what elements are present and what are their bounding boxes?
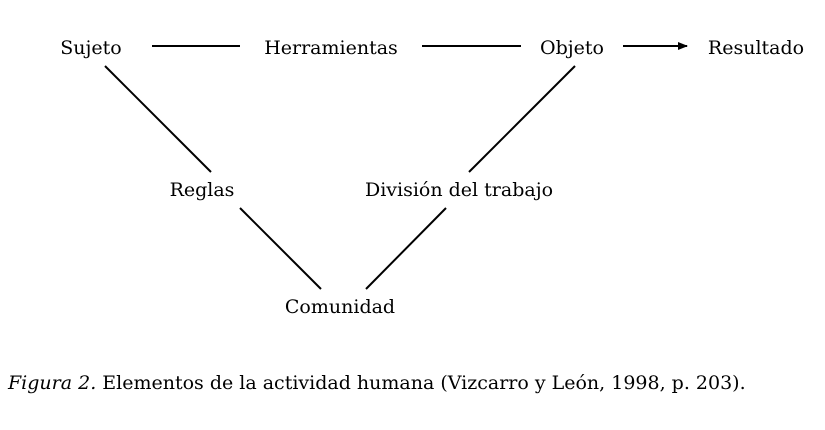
node-sujeto: Sujeto xyxy=(60,37,122,59)
node-objeto: Objeto xyxy=(540,37,604,59)
node-resultado: Resultado xyxy=(707,37,805,59)
node-herramientas: Herramientas xyxy=(264,37,398,59)
edge-reglas-comunidad xyxy=(239,207,322,290)
figure-caption-label: Figura 2. xyxy=(8,372,97,394)
edge-sujeto-reglas xyxy=(104,65,212,173)
node-comunidad: Comunidad xyxy=(284,296,396,318)
node-division-del-trabajo: División del trabajo xyxy=(364,179,554,201)
figure-caption-text: Elementos de la actividad humana (Vizcar… xyxy=(96,372,746,394)
edge-objeto-division xyxy=(468,65,576,173)
edge-division-comunidad xyxy=(365,207,447,290)
node-reglas: Reglas xyxy=(169,179,235,201)
figure-caption: Figura 2. Elementos de la actividad huma… xyxy=(8,371,746,395)
